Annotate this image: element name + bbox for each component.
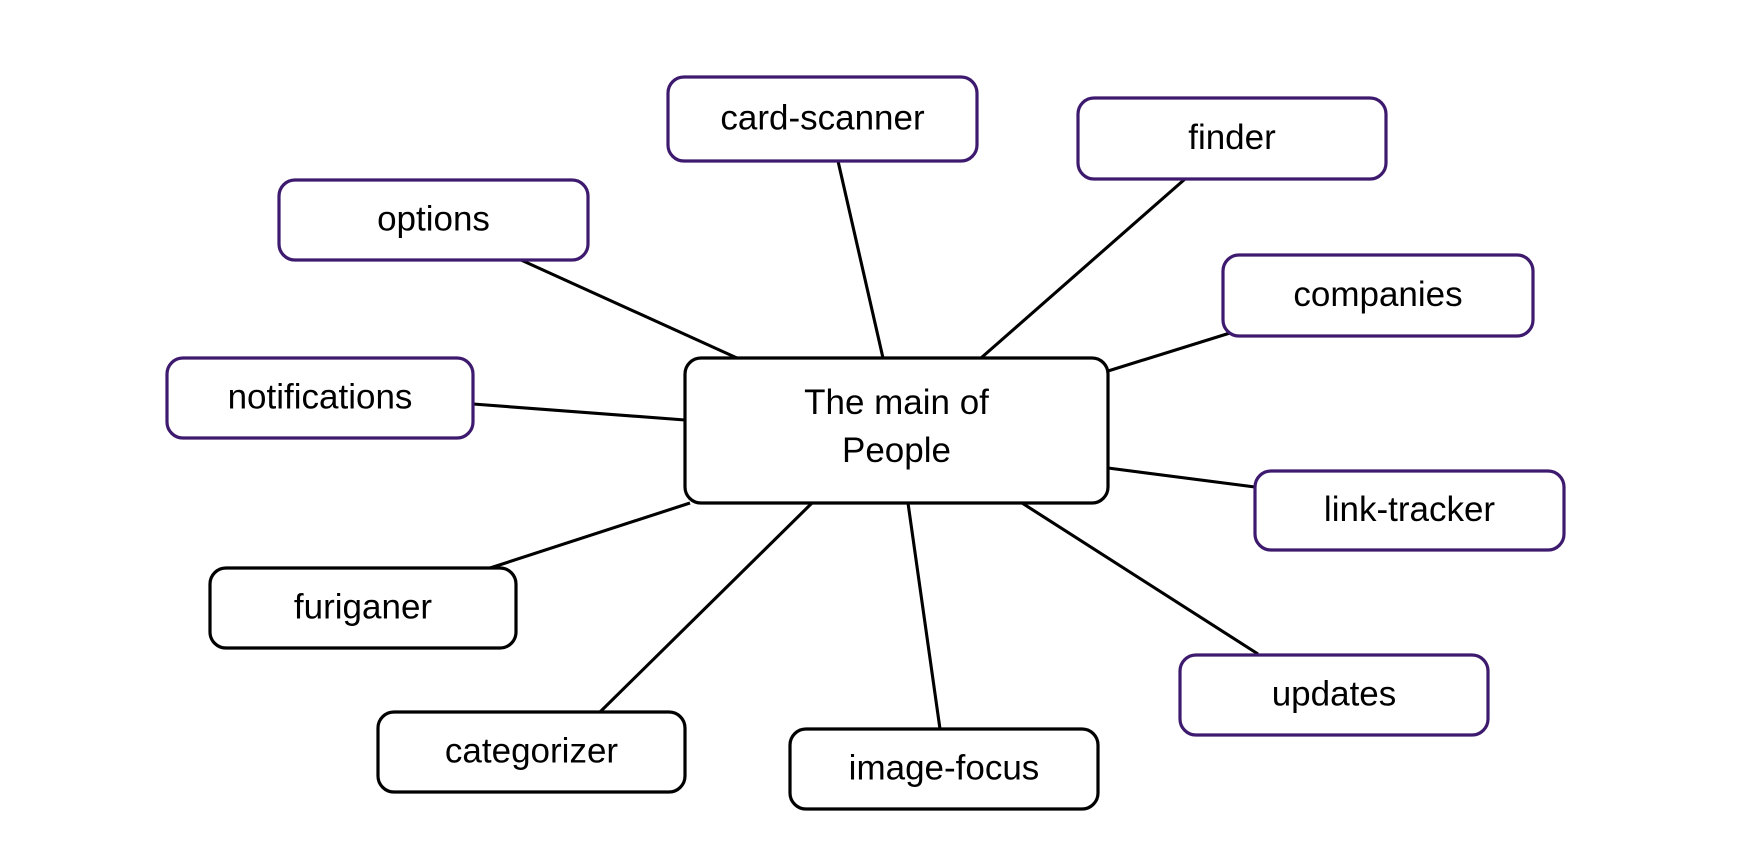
node-label-options: options (377, 199, 490, 238)
connector-updates (1021, 501, 1259, 656)
node-box-notifications[interactable] (165, 356, 475, 440)
node-box-furiganer[interactable] (208, 566, 518, 650)
central-node-label-line-1: The main of (804, 383, 989, 422)
node-furiganer[interactable]: furiganer (208, 566, 518, 650)
node-layer: card-scanner finder companies link-tracker u… (165, 75, 1566, 811)
node-companies[interactable]: companies (1221, 253, 1535, 338)
node-box-companies[interactable] (1221, 253, 1535, 338)
node-notifications[interactable]: notifications (165, 356, 475, 440)
node-image-focus[interactable]: image-focus (788, 727, 1100, 811)
node-updates[interactable]: updates (1178, 653, 1490, 737)
node-box-categorizer[interactable] (376, 710, 687, 794)
node-label-image-focus: image-focus (849, 748, 1040, 787)
node-options[interactable]: options (277, 178, 590, 262)
node-label-link-tracker: link-tracker (1324, 490, 1495, 529)
node-label-notifications: notifications (228, 377, 413, 416)
connector-layer (472, 160, 1259, 730)
node-categorizer[interactable]: categorizer (376, 710, 687, 794)
node-box-image-focus[interactable] (788, 727, 1100, 811)
connector-link-tracker (1107, 466, 1256, 489)
node-label-furiganer: furiganer (294, 587, 432, 626)
connector-options (520, 258, 738, 360)
central-node-group[interactable]: The main of People (683, 356, 1110, 505)
connector-image-focus (906, 502, 942, 730)
node-box-card-scanner[interactable] (666, 75, 979, 163)
node-box-options[interactable] (277, 178, 590, 262)
node-card-scanner[interactable]: card-scanner (666, 75, 979, 163)
connector-companies (1107, 331, 1231, 373)
central-node-box[interactable] (683, 356, 1110, 505)
node-label-card-scanner: card-scanner (720, 98, 925, 137)
node-link-tracker[interactable]: link-tracker (1253, 469, 1566, 552)
connector-finder (979, 177, 1187, 360)
node-box-updates[interactable] (1178, 653, 1490, 737)
central-node-label-line-2: People (842, 431, 951, 470)
connector-notifications (472, 402, 686, 422)
connector-furiganer (489, 501, 691, 570)
node-label-finder: finder (1188, 118, 1276, 157)
node-label-categorizer: categorizer (445, 731, 618, 770)
node-finder[interactable]: finder (1076, 96, 1388, 181)
node-box-finder[interactable] (1076, 96, 1388, 181)
connector-categorizer (598, 501, 814, 714)
node-box-link-tracker[interactable] (1253, 469, 1566, 552)
node-label-updates: updates (1272, 674, 1397, 713)
node-label-companies: companies (1293, 275, 1462, 314)
connector-card-scanner (836, 160, 885, 359)
